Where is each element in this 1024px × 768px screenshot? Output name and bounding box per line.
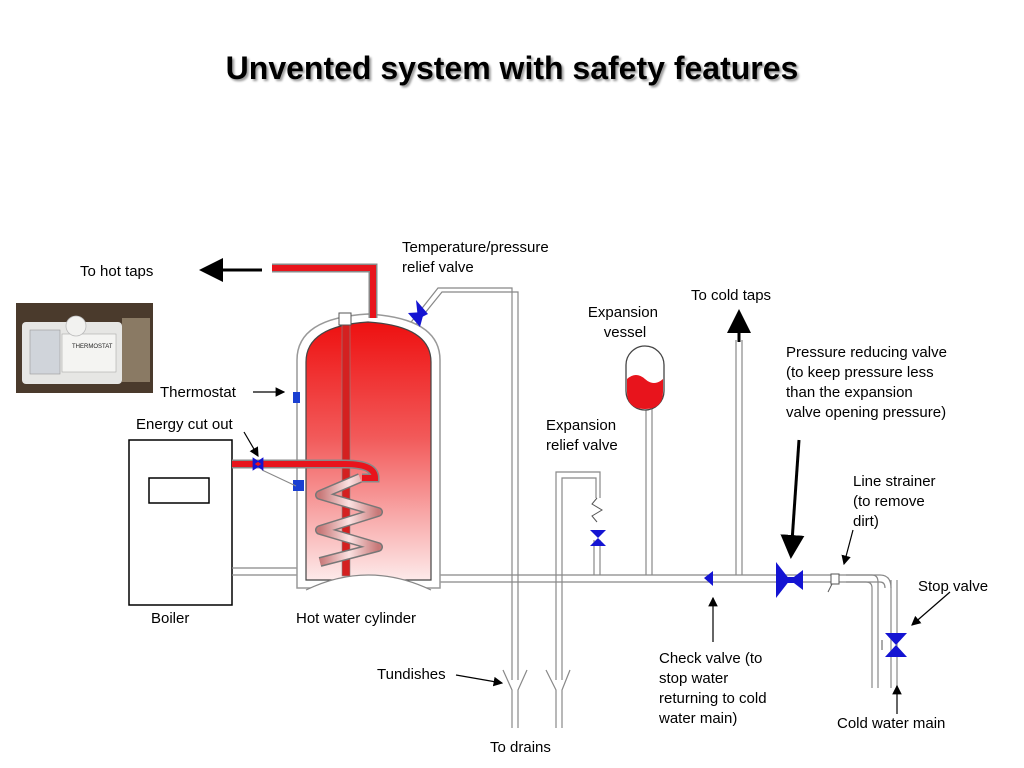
expansion-vessel <box>625 345 665 411</box>
hot-outlet-pipe <box>272 263 378 318</box>
label-stop-valve: Stop valve <box>918 578 988 595</box>
label-tpr-valve: Temperature/pressure relief valve <box>402 239 553 276</box>
pressure-reducing-valve <box>776 562 803 598</box>
tundish-right <box>545 669 571 728</box>
label-erv-line: relief valve <box>546 437 618 454</box>
label-expansion-vessel-line: vessel <box>604 324 647 341</box>
page-title: Unvented system with safety features <box>225 50 799 86</box>
tundishes-pointer <box>455 674 504 687</box>
hot-water-cylinder <box>296 313 441 591</box>
label-check-valve-line: stop water <box>659 670 728 687</box>
label-line-strainer-line: (to remove <box>853 493 925 510</box>
label-line-strainer-line: dirt) <box>853 513 879 530</box>
label-prv-line: Pressure reducing valve <box>786 344 947 361</box>
label-erv-line: Expansion <box>546 417 616 434</box>
label-cold-water-main: Cold water main <box>837 715 945 732</box>
label-check-valve: Check valve (to stop water returning to … <box>658 650 771 727</box>
label-tpr-valve-line: Temperature/pressure <box>402 239 549 256</box>
line-strainer-pointer <box>841 529 854 566</box>
label-thermostat: Thermostat <box>160 384 237 401</box>
boiler-return-pipe <box>232 567 305 576</box>
stop-valve <box>881 633 907 657</box>
label-to-cold-taps: To cold taps <box>691 287 771 304</box>
thermostat-photo: THERMOSTAT <box>16 303 153 393</box>
expansion-relief-valve <box>590 497 606 546</box>
thermostat-sensor <box>293 392 300 403</box>
label-prv-line: than the expansion <box>786 384 913 401</box>
cylinder-top-fitting <box>338 312 352 326</box>
label-expansion-vessel: Expansion vessel <box>588 304 662 341</box>
label-pressure-reducing-valve: Pressure reducing valve (to keep pressur… <box>786 344 951 421</box>
line-strainer <box>827 573 840 593</box>
label-prv-line: valve opening pressure) <box>786 404 946 421</box>
prv-pointer <box>780 439 805 559</box>
label-line-strainer: Line strainer (to remove dirt) <box>853 473 940 530</box>
thermostat-photo-text: THERMOSTAT <box>72 344 113 350</box>
label-check-valve-line: Check valve (to <box>659 650 762 667</box>
boiler <box>128 439 233 606</box>
energy-cut-out-pointer <box>243 431 259 458</box>
stop-valve-pointer <box>911 591 951 626</box>
label-energy-cut-out: Energy cut out <box>136 416 234 433</box>
label-tpr-valve-line: relief valve <box>402 259 474 276</box>
label-line-strainer-line: Line strainer <box>853 473 936 490</box>
label-check-valve-line: returning to cold <box>659 690 767 707</box>
energy-cut-out-sensor <box>293 480 304 491</box>
label-tundishes: Tundishes <box>377 666 446 683</box>
label-expansion-vessel-line: Expansion <box>588 304 658 321</box>
tundish-left <box>502 669 528 728</box>
label-to-hot-taps: To hot taps <box>80 263 153 280</box>
label-hot-water-cylinder: Hot water cylinder <box>296 610 416 627</box>
check-valve <box>704 571 713 586</box>
label-boiler: Boiler <box>151 610 189 627</box>
label-check-valve-line: water main) <box>658 710 737 727</box>
energy-cut-out-valve <box>252 457 264 471</box>
tp-relief-valve <box>408 300 428 327</box>
label-expansion-relief-valve: Expansion relief valve <box>546 417 620 454</box>
label-prv-line: (to keep pressure less <box>786 364 934 381</box>
label-to-drains: To drains <box>490 739 551 756</box>
